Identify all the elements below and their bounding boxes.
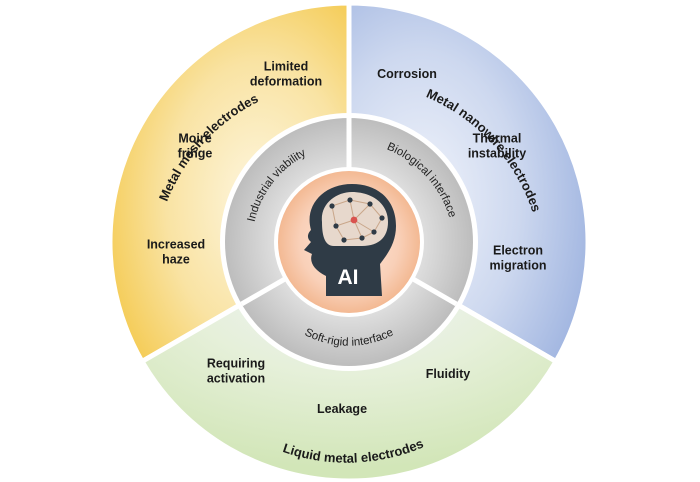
liquid-metal-item-3: Leakage bbox=[317, 402, 367, 416]
liquid-metal-item-2: Fluidity bbox=[426, 367, 470, 381]
center-hub: AI bbox=[274, 167, 424, 317]
metal-nanowire-item-1: Corrosion bbox=[377, 67, 437, 81]
ai-head-brain-icon: AI bbox=[304, 184, 396, 296]
ai-label: AI bbox=[338, 266, 359, 289]
